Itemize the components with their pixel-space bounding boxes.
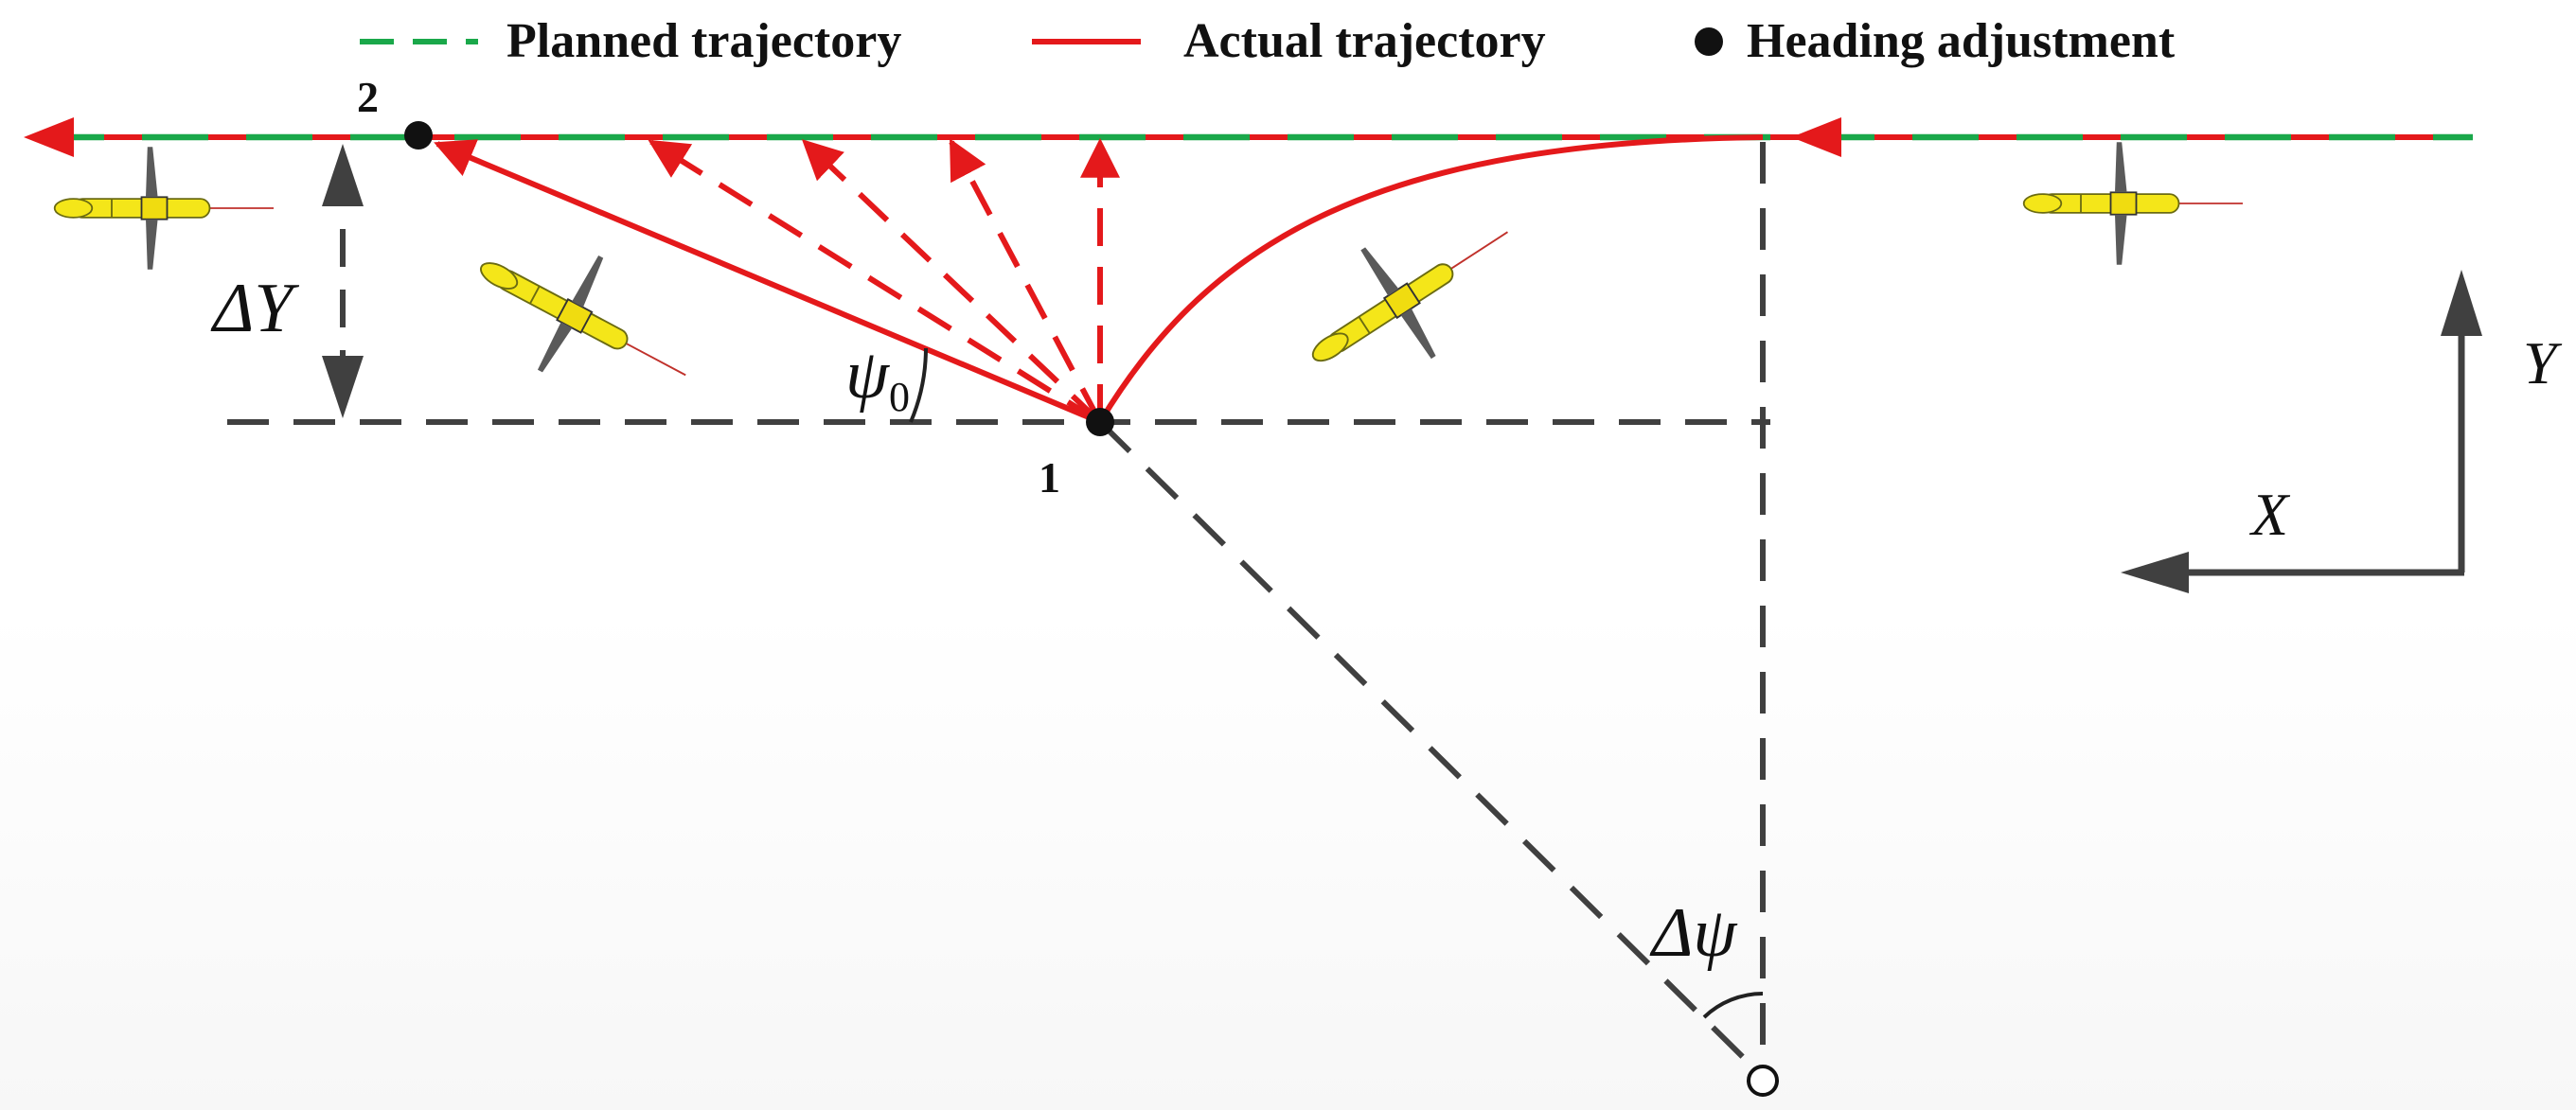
psi0-label: ψ0 [845,336,910,420]
glider-icon-right [2022,141,2244,266]
psi0-angle-arc [909,347,928,423]
axis-x-label: X [2248,481,2291,548]
axis-y-arrow-icon [2441,270,2482,336]
psi0-subscript: 0 [889,374,910,420]
point-2-heading-marker-icon [404,121,433,150]
legend-planned-label: Planned trajectory [506,14,901,68]
axis-x-arrow-icon [2121,552,2189,593]
delta-psi-label: Δψ [1649,894,1738,972]
legend: Planned trajectory Actual trajectory Hea… [360,14,2176,68]
planned-trajectory [24,117,2473,157]
point-1-heading-marker-icon [1086,408,1114,436]
turn-center-marker-icon [1747,1065,1779,1097]
actual-trajectory [434,134,1764,425]
legend-heading-marker-icon [1695,27,1723,56]
merge-arrow-icon [1791,117,1841,157]
legend-heading-label: Heading adjustment [1747,14,2176,68]
axis-indicator [2121,270,2482,593]
psi0-base: ψ [845,336,891,414]
guide-lines [227,142,1770,1077]
legend-actual-label: Actual trajectory [1183,14,1546,68]
point-2-label: 2 [357,73,379,121]
delta-y-label: ΔY [210,270,299,347]
glider-icon-left [53,146,275,271]
glider-icon-diagonal-right [1277,176,1544,414]
delta-y-arrow [322,144,364,418]
axis-y-label: Y [2523,329,2563,396]
left-arrow-icon [24,117,74,157]
delta-psi-angle-arc [1702,992,1764,1019]
point-1-label: 1 [1039,453,1060,502]
